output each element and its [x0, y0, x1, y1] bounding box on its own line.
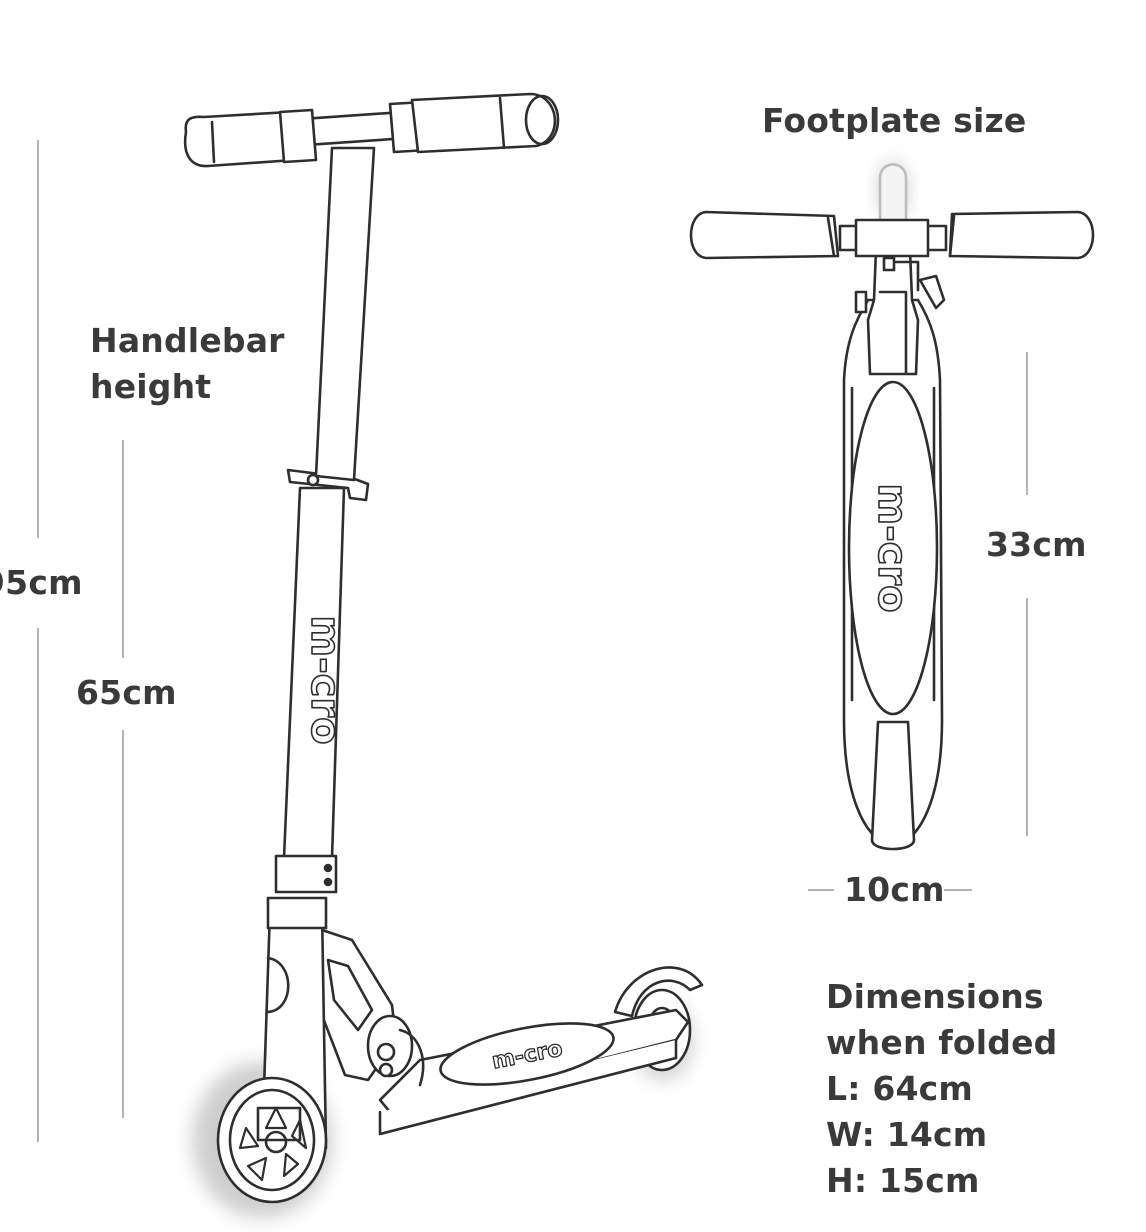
low-height-label: 65cm [76, 673, 177, 712]
footplate-width-label: 10cm [844, 870, 945, 909]
side-view-scooter-icon: m-cro [183, 92, 704, 1218]
footplate-logo: m-cro [869, 483, 915, 612]
folded-length: L: 64cm [826, 1069, 973, 1108]
folded-title-line1: Dimensions [826, 977, 1044, 1016]
footplate-length-label: 33cm [986, 525, 1087, 564]
footplate-title: Footplate size [762, 101, 1027, 140]
stem-logo: m-cro [302, 615, 348, 744]
folded-width: W: 14cm [826, 1115, 988, 1154]
folded-title-line2: when folded [826, 1023, 1058, 1062]
folded-height: H: 15cm [826, 1161, 980, 1200]
top-view-scooter-icon: m-cro [689, 162, 1095, 851]
total-height-label: 95cm [0, 563, 83, 602]
handlebar-title-line2: height [90, 367, 212, 406]
handlebar-title-line1: Handlebar [90, 321, 285, 360]
